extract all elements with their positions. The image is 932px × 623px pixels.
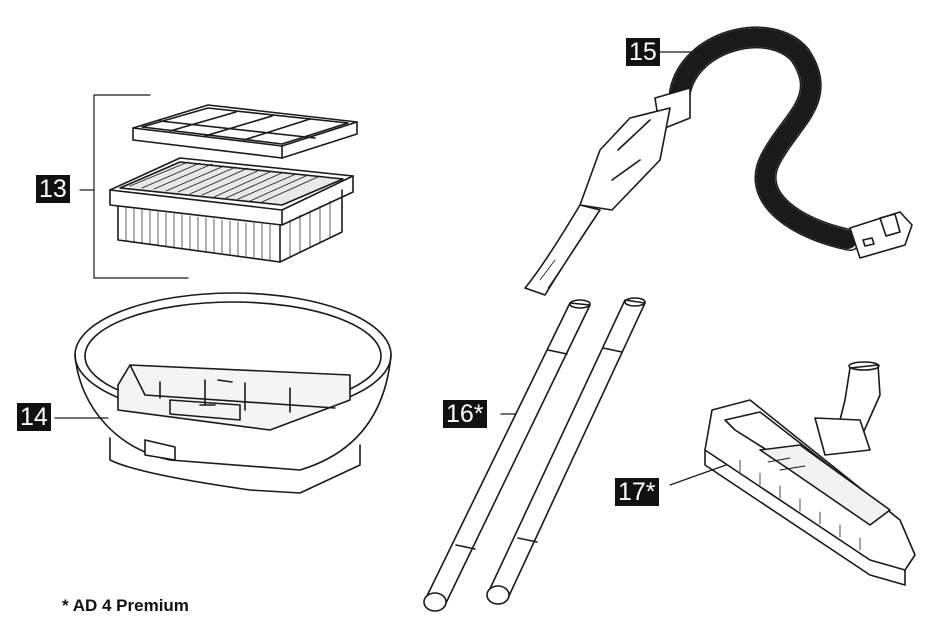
filter-basket-illustration: [54, 292, 392, 494]
suction-hose-illustration: [524, 26, 913, 296]
filter-set-illustration: [79, 94, 358, 279]
callout-13-filter-set: 13: [36, 175, 70, 203]
callout-17-floor-nozzle: 17*: [615, 478, 659, 506]
callout-16-extension-tubes: 16*: [443, 400, 487, 428]
extension-tubes-illustration: [423, 297, 646, 612]
callout-15-suction-hose: 15: [626, 38, 660, 66]
floor-nozzle-illustration: [669, 361, 916, 586]
callout-14-filter-basket: 14: [17, 403, 51, 431]
footnote-model-variant: * AD 4 Premium: [62, 596, 189, 615]
